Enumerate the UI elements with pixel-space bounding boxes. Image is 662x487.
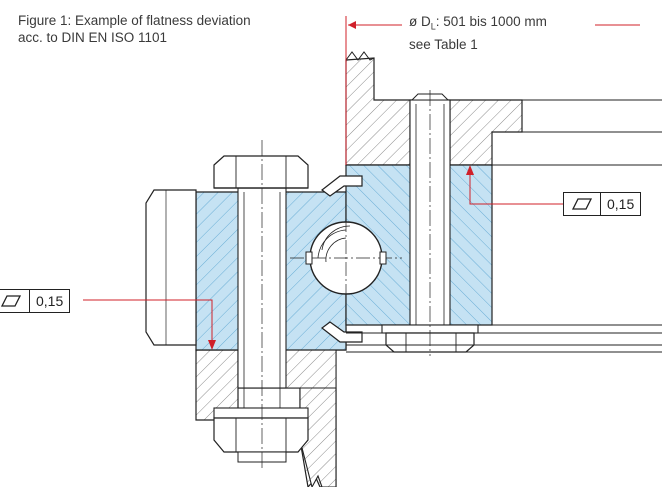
tolerance-value-left: 0,15 [36, 293, 64, 309]
diameter-symbol: ø D [409, 14, 431, 29]
tolerance-frame-right: 0,15 [563, 192, 642, 216]
diameter-dimension-line [345, 16, 640, 165]
tolerance-value-right: 0,15 [607, 196, 635, 212]
caption-line-1: Figure 1: Example of flatness deviation [18, 13, 251, 28]
diameter-label: ø DL: 501 bis 1000 mm see Table 1 [409, 13, 547, 53]
tolerance-frame-left: 0,15 [0, 289, 71, 313]
diameter-range: : 501 bis 1000 mm [435, 14, 547, 29]
flatness-icon [0, 290, 30, 312]
left-bolt [213, 140, 309, 470]
upper-housing [345, 51, 662, 166]
diameter-reference: see Table 1 [409, 36, 478, 52]
diameter-subscript: L [430, 21, 436, 32]
rolling-ball [290, 196, 402, 318]
end-cap [145, 189, 197, 346]
figure-caption: Figure 1: Example of flatness deviation … [18, 12, 251, 46]
seals [321, 175, 363, 343]
flatness-icon [564, 193, 601, 215]
caption-line-2: acc. to DIN EN ISO 1101 [18, 30, 168, 45]
flatness-leaders [83, 165, 563, 350]
right-bolt [346, 90, 662, 356]
